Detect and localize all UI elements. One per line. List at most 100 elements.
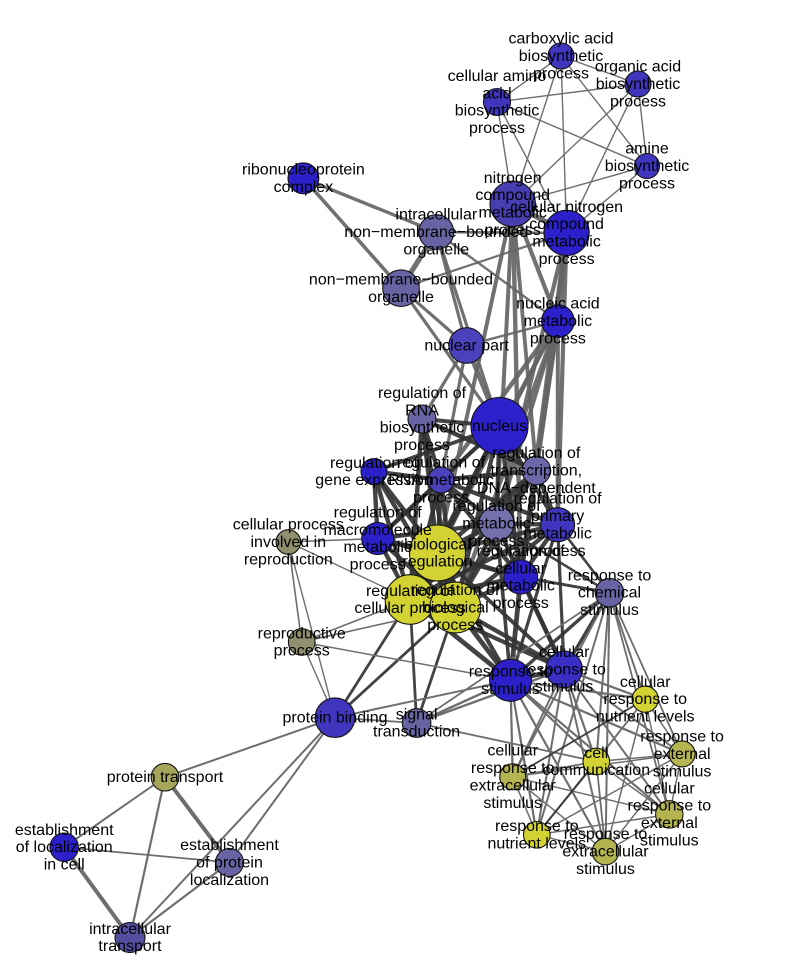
svg-text:carboxylic acid: carboxylic acid: [509, 31, 614, 48]
svg-text:stimulus: stimulus: [483, 795, 542, 812]
svg-text:intracellular: intracellular: [89, 921, 171, 938]
svg-text:biological: biological: [404, 536, 471, 553]
svg-text:of protein: of protein: [196, 855, 263, 872]
svg-text:communication: communication: [542, 762, 650, 779]
svg-text:process: process: [493, 595, 549, 612]
svg-text:response to: response to: [603, 691, 687, 708]
svg-text:nucleus: nucleus: [472, 418, 527, 435]
svg-text:external: external: [654, 746, 711, 763]
svg-text:regulation of: regulation of: [477, 543, 566, 560]
svg-text:response to: response to: [568, 567, 652, 584]
svg-text:cellular process: cellular process: [354, 600, 465, 617]
svg-text:response to: response to: [471, 760, 555, 777]
svg-text:metabolic: metabolic: [523, 525, 591, 542]
svg-text:organic acid: organic acid: [595, 59, 681, 76]
svg-text:response to: response to: [640, 729, 724, 746]
svg-text:process: process: [530, 543, 586, 560]
svg-text:process: process: [413, 489, 469, 506]
svg-text:cellular nitrogen: cellular nitrogen: [510, 199, 623, 216]
svg-text:process: process: [350, 557, 406, 574]
svg-text:response to: response to: [522, 661, 606, 678]
svg-text:process: process: [394, 437, 450, 454]
svg-text:macromolecule: macromolecule: [323, 522, 432, 539]
svg-text:biosynthetic: biosynthetic: [596, 76, 681, 93]
svg-text:reproductive: reproductive: [258, 625, 346, 642]
svg-text:external: external: [641, 815, 698, 832]
svg-text:cellular: cellular: [620, 674, 671, 691]
svg-text:process: process: [533, 65, 589, 82]
svg-text:process: process: [427, 617, 483, 634]
svg-text:biosynthetic: biosynthetic: [380, 420, 465, 437]
svg-text:cellular: cellular: [495, 560, 546, 577]
svg-text:establishment: establishment: [180, 837, 279, 854]
svg-text:metabolic: metabolic: [524, 313, 592, 330]
svg-text:process: process: [469, 120, 525, 137]
svg-text:RNA metabolic: RNA metabolic: [388, 472, 494, 489]
svg-text:stimulus: stimulus: [535, 679, 594, 696]
svg-text:process: process: [530, 331, 586, 348]
svg-text:biosynthetic: biosynthetic: [605, 158, 690, 175]
svg-text:extracellular: extracellular: [562, 844, 649, 861]
svg-text:cellular process: cellular process: [233, 517, 344, 534]
svg-text:stimulus: stimulus: [653, 763, 712, 780]
svg-text:regulation: regulation: [402, 554, 472, 571]
svg-text:stimulus: stimulus: [640, 833, 699, 850]
svg-text:biological: biological: [422, 600, 489, 617]
svg-text:regulation of: regulation of: [334, 504, 423, 521]
svg-text:regulation of: regulation of: [397, 455, 486, 472]
svg-text:involved in: involved in: [250, 534, 326, 551]
svg-text:cellular: cellular: [487, 743, 538, 760]
svg-text:localization: localization: [190, 872, 269, 889]
svg-text:intracellular: intracellular: [395, 207, 477, 224]
svg-text:ribonucleoprotein: ribonucleoprotein: [242, 162, 365, 179]
svg-text:process: process: [468, 533, 524, 550]
svg-text:stimulus: stimulus: [576, 861, 635, 878]
svg-text:protein binding: protein binding: [283, 710, 388, 727]
svg-text:stimulus: stimulus: [481, 681, 540, 698]
svg-text:reproduction: reproduction: [244, 551, 333, 568]
svg-text:cellular: cellular: [539, 644, 590, 661]
svg-text:establishment: establishment: [15, 822, 114, 839]
svg-text:complex: complex: [274, 179, 334, 196]
svg-text:metabolic: metabolic: [343, 539, 411, 556]
svg-text:response to: response to: [469, 664, 553, 681]
svg-text:metabolic: metabolic: [462, 516, 530, 533]
svg-text:nitrogen: nitrogen: [484, 170, 542, 187]
svg-text:DNA−dependent: DNA−dependent: [477, 480, 596, 497]
svg-text:protein transport: protein transport: [107, 769, 224, 786]
svg-text:regulation of: regulation of: [330, 455, 419, 472]
svg-text:biosynthetic: biosynthetic: [455, 103, 540, 120]
svg-text:nutrient levels: nutrient levels: [596, 709, 695, 726]
svg-text:transport: transport: [98, 938, 162, 955]
svg-text:metabolic: metabolic: [532, 234, 600, 251]
svg-text:chemical: chemical: [578, 585, 641, 602]
svg-text:process: process: [485, 222, 541, 239]
svg-text:process: process: [539, 251, 595, 268]
svg-text:organelle: organelle: [368, 289, 434, 306]
svg-text:compound: compound: [529, 216, 604, 233]
svg-text:organelle: organelle: [403, 242, 469, 259]
svg-text:primary: primary: [531, 508, 584, 525]
svg-text:RNA: RNA: [405, 402, 439, 419]
svg-text:response to: response to: [495, 818, 579, 835]
svg-text:response to: response to: [564, 826, 648, 843]
svg-text:regulation of: regulation of: [492, 445, 581, 462]
svg-text:signal: signal: [396, 706, 438, 723]
svg-text:stimulus: stimulus: [580, 602, 639, 619]
svg-text:non−membrane−bounded: non−membrane−bounded: [344, 224, 528, 241]
svg-text:regulation of: regulation of: [411, 582, 500, 599]
svg-text:compound: compound: [475, 187, 550, 204]
svg-text:amine: amine: [625, 141, 669, 158]
svg-text:metabolic: metabolic: [486, 578, 554, 595]
svg-text:transcription,: transcription,: [491, 463, 583, 480]
svg-text:process: process: [619, 175, 675, 192]
svg-text:acid: acid: [482, 85, 511, 102]
svg-text:regulation of: regulation of: [366, 583, 455, 600]
svg-text:regulation of: regulation of: [452, 498, 541, 515]
svg-text:regulation of: regulation of: [378, 385, 467, 402]
svg-text:cell: cell: [584, 745, 608, 762]
svg-text:process: process: [274, 643, 330, 660]
svg-text:cellular amino: cellular amino: [448, 68, 547, 85]
svg-text:in cell: in cell: [44, 857, 85, 874]
svg-text:response to: response to: [627, 798, 711, 815]
